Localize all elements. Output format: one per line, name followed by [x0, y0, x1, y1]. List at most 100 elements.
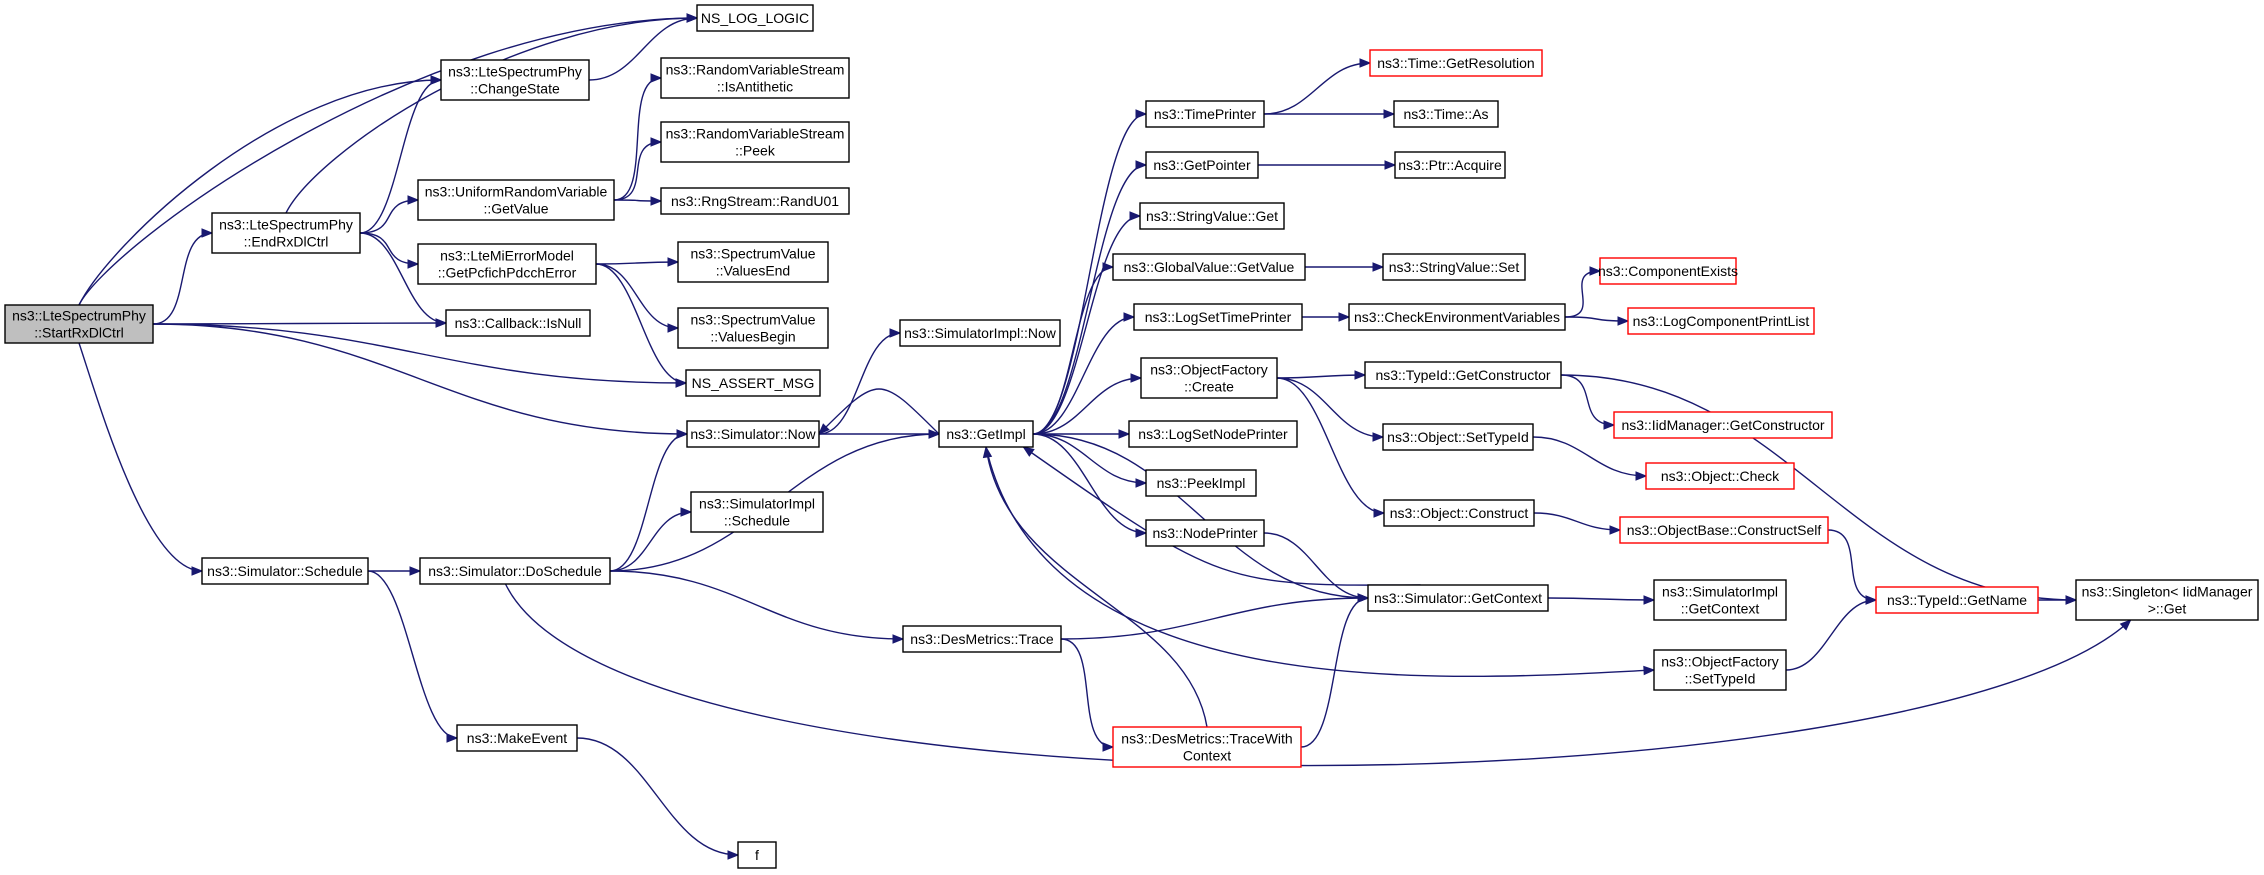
node-label: Context [1183, 748, 1231, 764]
node-box [1394, 151, 1506, 179]
node-label: ns3::GlobalValue::GetValue [1124, 259, 1295, 275]
arrowhead [892, 634, 905, 644]
node-ns3-ltespectrumphy-endrxdlctrl[interactable]: ns3::LteSpectrumPhy::EndRxDlCtrl [211, 212, 361, 254]
node-ns-log-logic[interactable]: NS_LOG_LOGIC [696, 4, 814, 32]
node-ns3-simulatorimpl-getcontext[interactable]: ns3::SimulatorImpl::GetContext [1653, 579, 1787, 621]
node-ns3-peekimpl[interactable]: ns3::PeekImpl [1145, 469, 1257, 497]
arrowhead [201, 228, 214, 238]
edge-start-to-nslog [78, 13, 699, 306]
node-f[interactable]: f [737, 841, 777, 869]
node-ns3-stringvalue-get[interactable]: ns3::StringValue::Get [1139, 202, 1285, 230]
node-ns3-simulatorimpl-schedule[interactable]: ns3::SimulatorImpl::Schedule [690, 491, 824, 533]
node-ns3-ltespectrumphy-changestate[interactable]: ns3::LteSpectrumPhy::ChangeState [440, 59, 590, 101]
edge-objfactcreate-to-objsettype [1276, 377, 1385, 442]
node-ns3-ltemierrormodel-getpcfichpdccherror[interactable]: ns3::LteMiErrorModel::GetPcfichPdcchErro… [417, 243, 597, 285]
node-ns3-simulator-schedule[interactable]: ns3::Simulator::Schedule [201, 557, 369, 585]
node-ns3-checkenvironmentvariables[interactable]: ns3::CheckEnvironmentVariables [1348, 303, 1566, 331]
node-ns3-object-check[interactable]: ns3::Object::Check [1645, 462, 1795, 490]
node-ns3-spectrumvalue-valuesend[interactable]: ns3::SpectrumValue::ValuesEnd [677, 241, 829, 283]
arrowhead [650, 137, 663, 147]
node-ns3-time-as[interactable]: ns3::Time::As [1393, 100, 1499, 128]
edge-getimpl-to-getpointer [1032, 160, 1148, 435]
node-ns3-componentexists[interactable]: ns3::ComponentExists [1598, 257, 1738, 285]
node-box [737, 841, 777, 869]
node-label: NS_LOG_LOGIC [701, 10, 809, 26]
node-ns3-globalvalue-getvalue[interactable]: ns3::GlobalValue::GetValue [1112, 253, 1306, 281]
node-ns3-desmetrics-trace[interactable]: ns3::DesMetrics::Trace [902, 625, 1062, 653]
edge-checkenv-to-compexists [1564, 266, 1602, 318]
node-ns3-object-construct[interactable]: ns3::Object::Construct [1383, 499, 1535, 527]
node-label: ns3::Simulator::Now [690, 426, 816, 442]
edge-timeprinter-to-timegetres [1263, 58, 1372, 115]
node-label: ::GetValue [483, 201, 548, 217]
edge-line [152, 323, 687, 384]
node-ns3-logsettimeprinter[interactable]: ns3::LogSetTimePrinter [1133, 303, 1303, 331]
node-ns3-logcomponentprintlist[interactable]: ns3::LogComponentPrintList [1627, 307, 1815, 335]
node-ns3-simulatorimpl-now[interactable]: ns3::SimulatorImpl::Now [899, 319, 1061, 347]
node-ns3-time-getresolution[interactable]: ns3::Time::GetResolution [1369, 49, 1543, 77]
edge-lmierr-to-svbegin [595, 263, 680, 333]
node-box [1145, 469, 1257, 497]
edge-getimpl-to-nodeprinter [1032, 433, 1148, 538]
arrowhead [1643, 595, 1656, 605]
node-ns3-getpointer[interactable]: ns3::GetPointer [1145, 151, 1259, 179]
node-box [686, 420, 820, 448]
node-ns3-iidmanager-getconstructor[interactable]: ns3::IidManager::GetConstructor [1613, 411, 1833, 439]
node-box [445, 309, 591, 337]
node-ns3-simulator-now[interactable]: ns3::Simulator::Now [686, 420, 820, 448]
arrowhead [1359, 58, 1372, 68]
node-ns3-uniformrandomvariable-getvalue[interactable]: ns3::UniformRandomVariable::GetValue [417, 179, 615, 221]
node-ns3-randomvariablestream-peek[interactable]: ns3::RandomVariableStream::Peek [660, 121, 850, 163]
node-box [440, 59, 590, 101]
node-label: ns3::CheckEnvironmentVariables [1354, 309, 1560, 325]
arrowhead [407, 259, 420, 269]
node-ns-assert-msg[interactable]: NS_ASSERT_MSG [685, 369, 821, 397]
node-ns3-getimpl[interactable]: ns3::GetImpl [938, 420, 1034, 448]
node-ns3-simulator-doschedule[interactable]: ns3::Simulator::DoSchedule [419, 557, 611, 585]
node-ns3-simulator-getcontext[interactable]: ns3::Simulator::GetContext [1367, 584, 1549, 612]
node-ns3-typeid-getname[interactable]: ns3::TypeId::GetName [1875, 586, 2039, 614]
node-ns3-ltespectrumphy-startrxdlctrl[interactable]: ns3::LteSpectrumPhy::StartRxDlCtrl [4, 304, 154, 344]
node-label: ::Peek [735, 143, 776, 159]
node-ns3-object-settypeid[interactable]: ns3::Object::SetTypeId [1382, 423, 1534, 451]
function-nodes: ns3::LteSpectrumPhy::StartRxDlCtrl NS_LOG… [4, 4, 2259, 869]
node-label: ns3::Object::Construct [1390, 505, 1529, 521]
edge-line [359, 79, 442, 234]
node-box [899, 319, 1061, 347]
node-ns3-makeevent[interactable]: ns3::MakeEvent [456, 724, 578, 752]
node-ns3-objectfactory-create[interactable]: ns3::ObjectFactory::Create [1140, 357, 1278, 399]
node-ns3-callback-isnull[interactable]: ns3::Callback::IsNull [445, 309, 591, 337]
edge-objsettype-to-objcheck [1532, 436, 1648, 481]
node-label: ns3::TypeId::GetConstructor [1375, 367, 1550, 383]
node-ns3-rngstream-randu01[interactable]: ns3::RngStream::RandU01 [660, 187, 850, 215]
edge-globalget-to-strvalset [1304, 262, 1385, 272]
node-ns3-nodeprinter[interactable]: ns3::NodePrinter [1145, 519, 1265, 547]
node-ns3-stringvalue-set[interactable]: ns3::StringValue::Set [1382, 253, 1526, 281]
node-ns3-singleton-iidmanager-get[interactable]: ns3::Singleton< IidManager>::Get [2075, 579, 2259, 621]
node-label: ns3::LogComponentPrintList [1633, 313, 1810, 329]
node-label: >::Get [2148, 601, 2187, 617]
node-ns3-typeid-getconstructor[interactable]: ns3::TypeId::GetConstructor [1364, 361, 1562, 389]
edge-getpointer-to-ptracquire [1258, 160, 1397, 170]
edge-objconstruct-to-constructself [1533, 512, 1622, 535]
edge-typeidgetctor-to-iidgetctor [1560, 374, 1616, 430]
edge-line [367, 570, 458, 739]
edge-start-to-changestate [78, 75, 443, 306]
edge-line [359, 232, 419, 265]
node-ns3-timeprinter[interactable]: ns3::TimePrinter [1145, 100, 1265, 128]
node-ns3-randomvariablestream-isantithetic[interactable]: ns3::RandomVariableStream::IsAntithetic [660, 57, 850, 99]
edge-line [595, 261, 679, 265]
node-box [1645, 462, 1795, 490]
arrowhead [1635, 471, 1648, 481]
node-ns3-ptr-acquire[interactable]: ns3::Ptr::Acquire [1394, 151, 1506, 179]
node-ns3-logsetnodeprinter[interactable]: ns3::LogSetNodePrinter [1128, 420, 1298, 448]
edge-getimpl-to-strvalget [1032, 211, 1142, 435]
edge-schedule-to-makeevent [367, 570, 459, 743]
node-ns3-objectfactory-settypeid[interactable]: ns3::ObjectFactory::SetTypeId [1653, 649, 1787, 691]
arrowhead [1129, 211, 1142, 221]
node-ns3-objectbase-constructself[interactable]: ns3::ObjectBase::ConstructSelf [1619, 516, 1829, 544]
node-ns3-spectrumvalue-valuesbegin[interactable]: ns3::SpectrumValue::ValuesBegin [677, 307, 829, 349]
node-box [660, 187, 850, 215]
arrowhead [1643, 665, 1656, 676]
